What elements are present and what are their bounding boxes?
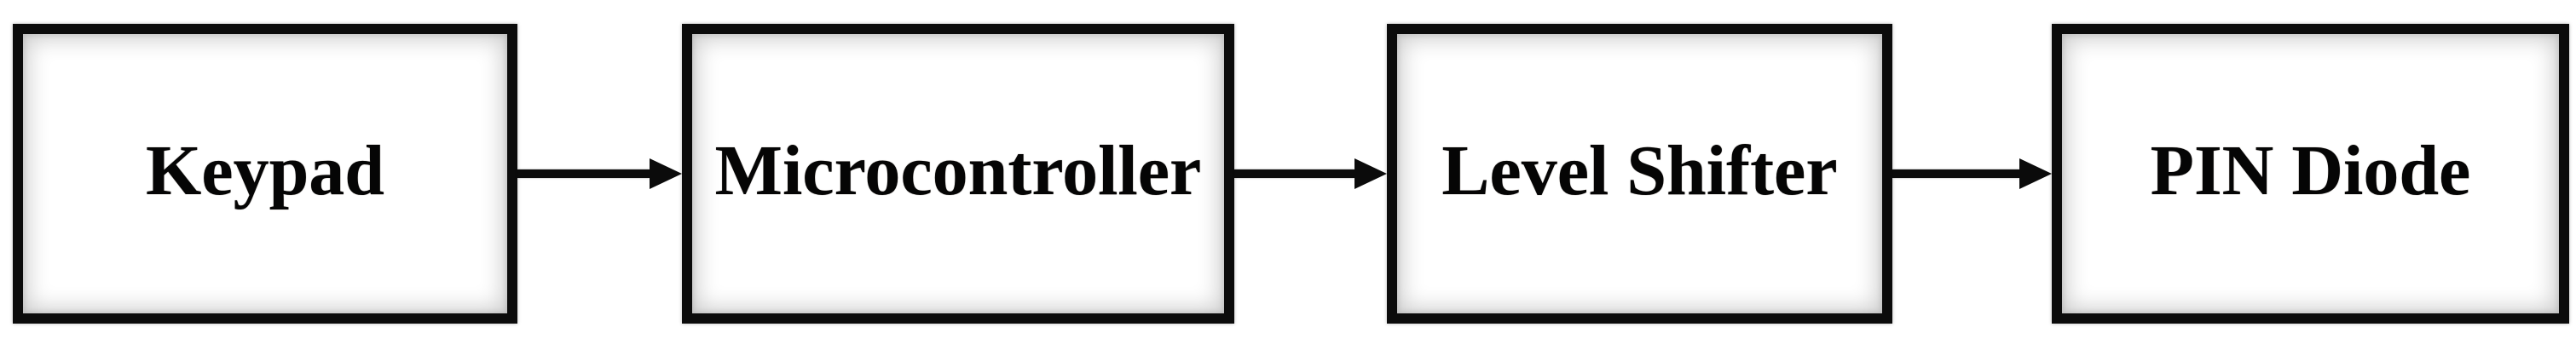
block-microcontroller: Microcontroller (682, 24, 1234, 324)
block-level-shifter-label: Level Shifter (1441, 131, 1838, 210)
arrowhead-icon (2019, 158, 2052, 189)
flow-arrow-microcontroller-to-level-shifter (1234, 158, 1387, 189)
arrowhead-icon (1354, 158, 1387, 189)
block-microcontroller-label: Microcontroller (714, 131, 1202, 210)
arrow-shaft (517, 169, 650, 178)
block-keypad: Keypad (13, 24, 517, 324)
block-pin-diode: PIN Diode (2052, 24, 2569, 324)
flow-arrow-level-shifter-to-pin-diode (1892, 158, 2052, 189)
block-level-shifter: Level Shifter (1387, 24, 1892, 324)
block-keypad-label: Keypad (145, 131, 385, 210)
arrow-shaft (1234, 169, 1354, 178)
flow-arrow-keypad-to-microcontroller (517, 158, 682, 189)
arrow-shaft (1892, 169, 2019, 178)
arrowhead-icon (650, 158, 682, 189)
block-pin-diode-label: PIN Diode (2150, 131, 2471, 210)
